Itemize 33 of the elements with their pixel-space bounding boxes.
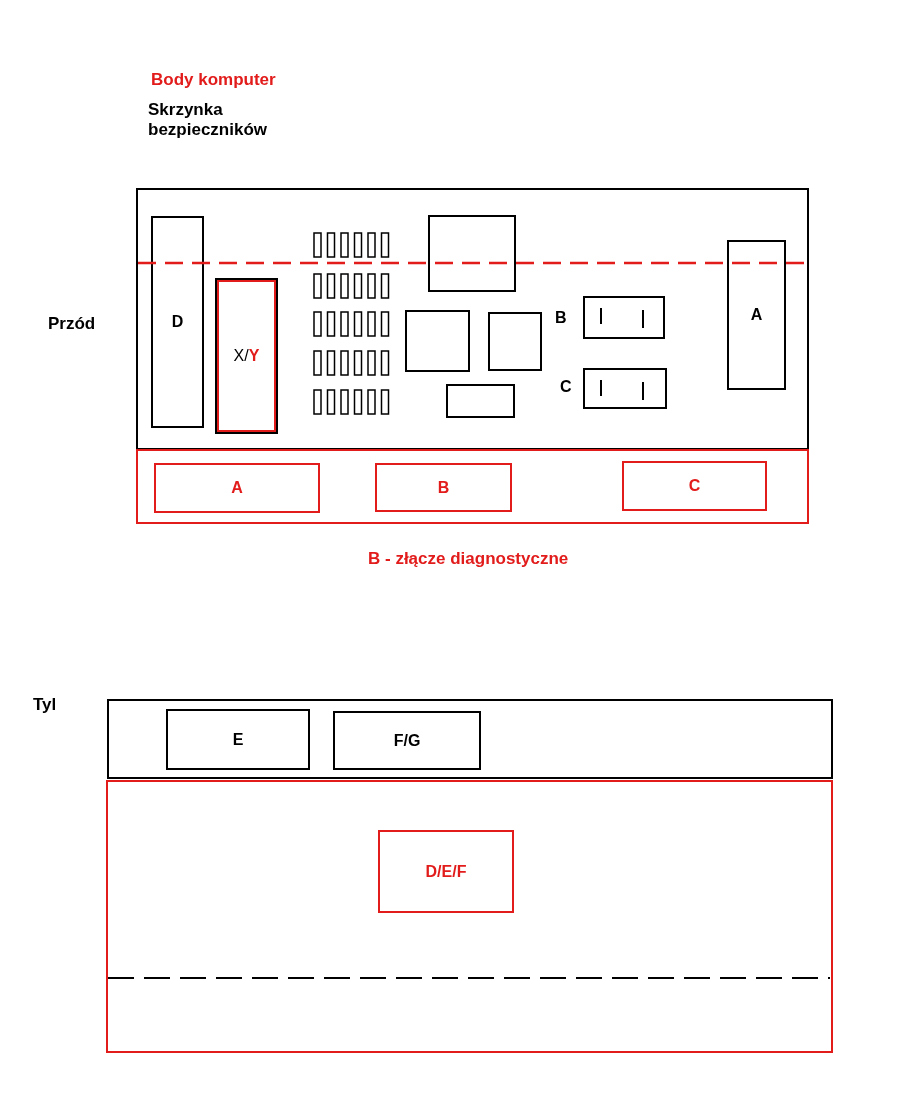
box-label: A — [750, 305, 763, 325]
connector-box — [154, 463, 320, 513]
connector-box — [375, 463, 512, 512]
panel-outline — [106, 780, 833, 1053]
caption-text: Tyl — [33, 695, 57, 716]
body-computer-outline — [136, 449, 809, 524]
panel-outline — [107, 699, 833, 779]
box-label: A — [231, 478, 243, 498]
connector-box — [622, 461, 767, 511]
relay-label: B — [555, 308, 567, 328]
relay-box — [488, 312, 542, 371]
box-label: D/E/F — [425, 861, 467, 882]
connector-box — [151, 216, 204, 428]
box-label: E — [232, 729, 244, 750]
box-label: X/Y — [233, 346, 260, 366]
box-label: F/G — [393, 730, 421, 751]
caption-text: Przód — [48, 314, 96, 335]
relay-box — [446, 384, 515, 418]
caption-text: Skrzynka bezpieczników — [148, 100, 269, 141]
caption-text: Body komputer — [151, 70, 276, 91]
connector-box — [333, 711, 481, 770]
box-label: D — [171, 312, 184, 332]
relay-label: C — [560, 377, 572, 397]
connector-box — [215, 278, 278, 434]
relay-box — [405, 310, 470, 372]
box-label: C — [688, 476, 701, 496]
connector-box — [727, 240, 786, 390]
connector-box — [378, 830, 514, 913]
fuse-box-outline — [136, 188, 809, 450]
caption-text: B - złącze diagnostyczne — [368, 549, 569, 570]
relay-box — [428, 215, 516, 292]
box-label: B — [437, 477, 450, 498]
connector-box — [166, 709, 310, 770]
